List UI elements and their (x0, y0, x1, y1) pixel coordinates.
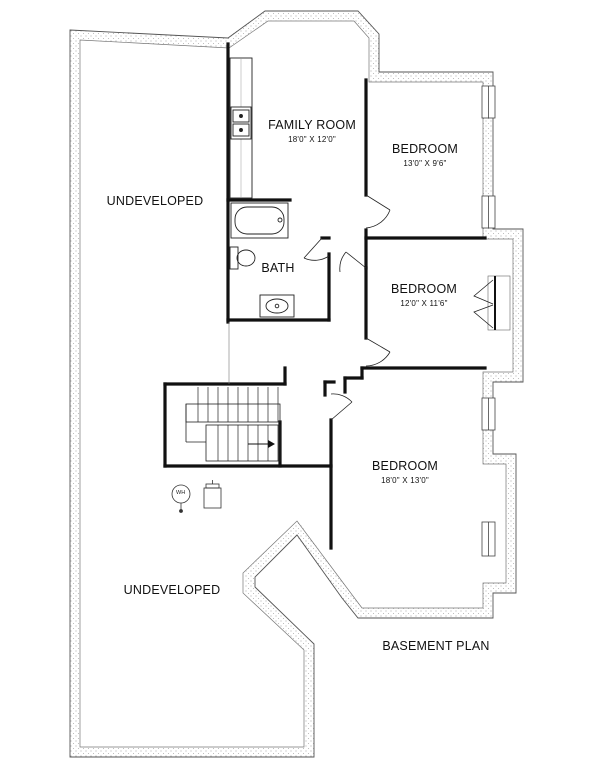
bathtub-icon (230, 202, 289, 239)
room-family-room: FAMILY ROOM 18'0" X 12'0" (258, 118, 366, 144)
closet-doors (473, 275, 511, 331)
water-heater-icon (171, 484, 191, 513)
stair-arrow-icon (248, 440, 275, 448)
exterior-wall (69, 10, 524, 758)
toilet-icon (229, 246, 256, 270)
kitchenette (229, 57, 253, 199)
room-name: BEDROOM (391, 282, 457, 296)
room-name: UNDEVELOPED (106, 194, 204, 208)
furnace-icon (203, 480, 222, 509)
room-bedroom-mid: BEDROOM 12'0" X 11'6" (372, 282, 476, 308)
staircase (185, 403, 281, 462)
windows (481, 85, 496, 557)
room-dimensions: 13'0" X 9'6" (403, 159, 447, 168)
room-name: BEDROOM (392, 142, 458, 156)
stair-treads (197, 387, 279, 461)
room-bath: BATH (252, 261, 304, 275)
room-dimensions: 12'0" X 11'6" (400, 299, 448, 308)
room-dimensions: 18'0" X 12'0" (288, 135, 336, 144)
room-name: BATH (261, 261, 295, 275)
room-undeveloped-top: UNDEVELOPED (100, 194, 210, 208)
plan-title: BASEMENT PLAN (382, 639, 490, 653)
doors (303, 194, 391, 421)
interior-walls (163, 42, 487, 550)
room-name: BEDROOM (372, 459, 438, 473)
room-undeveloped-bottom: UNDEVELOPED (117, 583, 227, 597)
water-heater-label: WH (176, 490, 186, 496)
room-name: FAMILY ROOM (268, 118, 356, 132)
room-name: UNDEVELOPED (123, 583, 221, 597)
sink-icon (259, 294, 295, 318)
room-bedroom-top: BEDROOM 13'0" X 9'6" (373, 142, 477, 168)
room-dimensions: 18'0" X 13'0" (381, 476, 429, 485)
room-bedroom-bottom: BEDROOM 18'0" X 13'0" (353, 459, 457, 485)
